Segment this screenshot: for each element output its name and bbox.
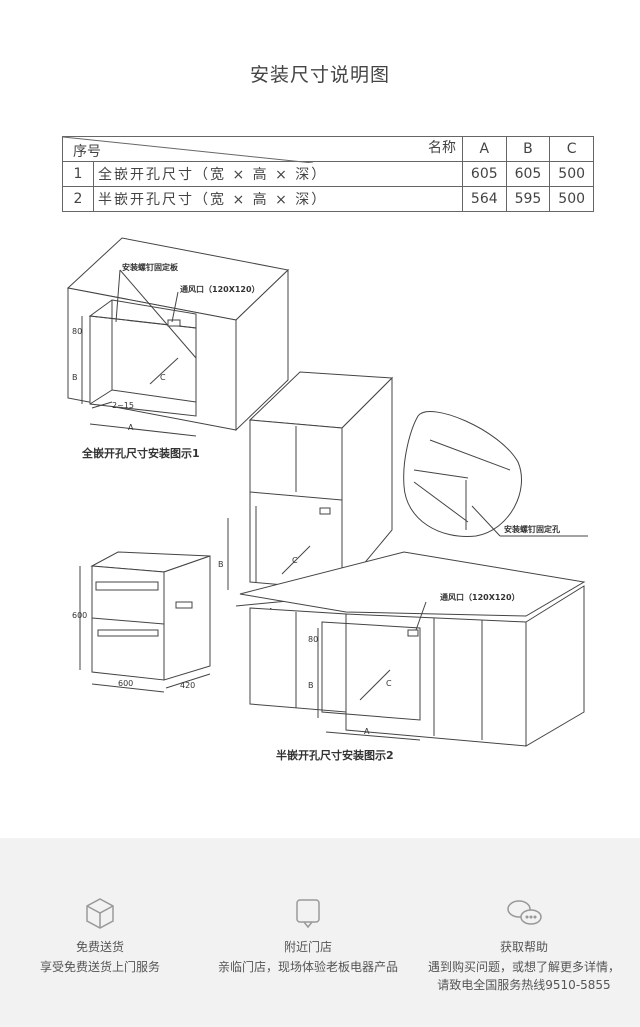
service-footer: 免费送货 享受免费送货上门服务 附近门店 亲临门店，现场体验老板电器产品 获取帮…	[0, 838, 640, 1027]
service-store: 附近门店 亲临门店，现场体验老板电器产品	[208, 896, 408, 976]
row-value-b: 595	[505, 186, 551, 212]
installation-drawing: 安装螺钉固定板 通风口（120X120） 80 B C A 2~15 全嵌开孔尺…	[66, 237, 588, 762]
service-help: 获取帮助 遇到购买问题，或想了解更多详情， 请致电全国服务热线9510-5855	[416, 896, 632, 994]
row-value-c: 500	[549, 186, 594, 212]
dim-b: B	[72, 373, 78, 382]
row-name: 全嵌开孔尺寸（宽 × 高 × 深）	[93, 161, 463, 187]
package-icon	[86, 898, 114, 929]
size-table: 序号 名称 A B C 1 全嵌开孔尺寸（宽 × 高 × 深） 605 605 …	[62, 136, 594, 212]
row-value-b: 605	[505, 161, 551, 187]
header-diagonal-cell: 序号 名称	[62, 136, 463, 163]
service-delivery: 免费送货 享受免费送货上门服务	[0, 896, 200, 976]
page-title: 安装尺寸说明图	[249, 64, 390, 86]
service-desc-2: 请致电全国服务热线9510-5855	[437, 978, 611, 992]
row-name: 半嵌开孔尺寸（宽 × 高 × 深）	[93, 186, 463, 212]
diagonal-line	[63, 137, 313, 163]
dim-420: 420	[180, 681, 195, 690]
service-desc: 遇到购买问题，或想了解更多详情，	[427, 960, 620, 974]
row-index: 1	[62, 161, 94, 187]
dim-b2: B	[218, 560, 224, 569]
label-screw-hole: 安装螺钉固定孔	[504, 524, 560, 534]
dim-80: 80	[72, 327, 82, 336]
table-row: 2 半嵌开孔尺寸（宽 × 高 × 深） 564 595 500	[62, 186, 594, 212]
dim-600-height: 600	[72, 611, 87, 620]
label-vent: 通风口（120X120）	[180, 284, 260, 294]
cabinet-full-inset	[66, 237, 290, 437]
table-header-row: 序号 名称 A B C	[62, 136, 594, 163]
header-col-b: B	[505, 136, 551, 162]
table-row: 1 全嵌开孔尺寸（宽 × 高 × 深） 605 605 500	[62, 161, 594, 187]
service-title: 附近门店	[283, 940, 332, 954]
label-screw-plate: 安装螺钉固定板	[122, 262, 179, 272]
dim-gap: 2~15	[112, 401, 134, 410]
dim-a3: A	[364, 727, 370, 736]
row-index: 2	[62, 186, 94, 212]
header-name: 名称	[427, 140, 456, 156]
service-desc: 享受免费送货上门服务	[39, 960, 160, 974]
disinfection-cabinet	[79, 551, 211, 693]
service-title: 免费送货	[75, 940, 124, 954]
dim-a: A	[128, 423, 134, 432]
dim-c: C	[160, 373, 166, 382]
dim-c2: C	[292, 556, 298, 565]
dim-600-width: 600	[118, 679, 133, 688]
header-col-a: A	[461, 136, 507, 162]
service-title: 获取帮助	[499, 940, 548, 954]
caption-full-inset: 全嵌开孔尺寸安装图示1	[81, 446, 200, 460]
row-value-a: 564	[461, 186, 507, 212]
caption-half-inset: 半嵌开孔尺寸安装图示2	[276, 748, 394, 762]
service-desc: 亲临门店，现场体验老板电器产品	[217, 960, 398, 974]
dim-c3: C	[386, 679, 392, 688]
dim-80b: 80	[308, 635, 318, 644]
help-chat-icon	[507, 900, 542, 925]
label-vent-2: 通风口（120X120）	[440, 592, 520, 602]
base-cabinet	[239, 551, 586, 747]
detail-callout	[403, 411, 588, 538]
row-value-c: 500	[549, 161, 594, 187]
row-value-a: 605	[461, 161, 507, 187]
dim-b3: B	[308, 681, 314, 690]
header-col-c: C	[549, 136, 594, 162]
header-index: 序号	[73, 144, 101, 160]
store-chat-icon	[296, 899, 320, 929]
